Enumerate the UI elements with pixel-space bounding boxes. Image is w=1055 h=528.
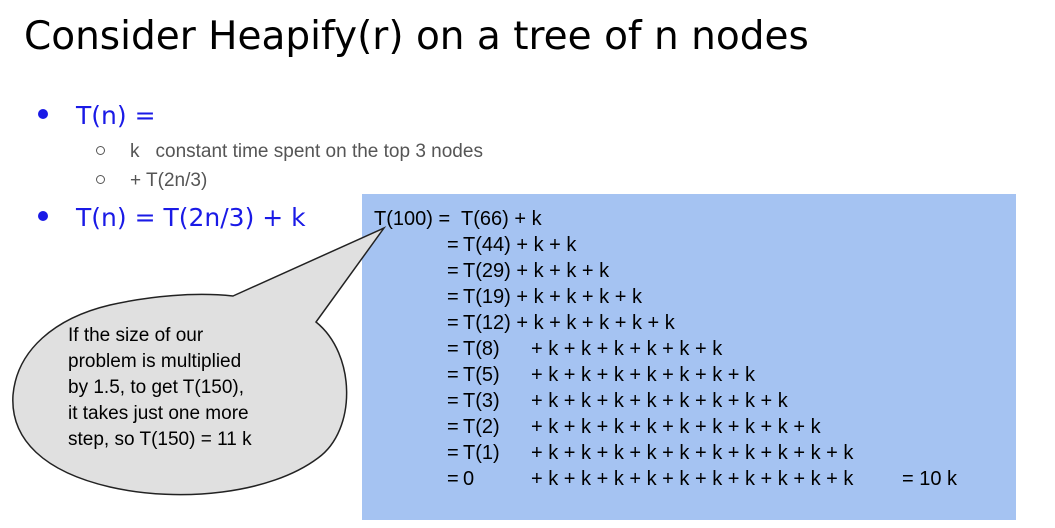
derivation-lhs: T(100) =	[374, 208, 451, 230]
derivation-k-sum: + k + k + k + k + k + k + k + k + k + k	[531, 468, 854, 490]
derivation-lhs: =	[447, 286, 459, 308]
derivation-term: T(3)	[463, 390, 500, 412]
derivation-lhs: =	[447, 312, 459, 334]
sub-bullet-k: k constant time spent on the top 3 nodes	[96, 141, 483, 163]
sub-bullet-ring-icon	[96, 146, 105, 156]
callout-line: by 1.5, to get T(150),	[68, 377, 245, 398]
derivation-lhs: =	[447, 416, 459, 438]
derivation-lhs: =	[447, 468, 459, 490]
sub-bullet-term: + T(2n/3)	[130, 170, 208, 191]
callout-line: problem is multiplied	[68, 351, 242, 372]
derivation-term: T(29) + k + k + k	[463, 260, 610, 282]
derivation-k-sum: + k + k + k + k + k + k + k + k + k	[531, 416, 821, 438]
derivation-term: T(44) + k + k	[463, 234, 577, 256]
sub-bullet-recursive-term: + T(2n/3)	[96, 170, 207, 192]
bullet-dot-icon	[38, 211, 48, 221]
derivation-term: 0	[463, 468, 475, 490]
slide-title: Consider Heapify(r) on a tree of n nodes	[24, 14, 809, 59]
derivation-term: T(2)	[463, 416, 500, 438]
derivation-k-sum: + k + k + k + k + k + k + k + k	[531, 390, 788, 412]
callout-line: If the size of our	[68, 325, 204, 346]
derivation-k-sum: + k + k + k + k + k + k + k	[531, 364, 755, 386]
derivation-panel	[362, 194, 1016, 520]
derivation-term: T(66) + k	[461, 208, 542, 230]
bullet-recurrence-start: T(n) =	[38, 101, 156, 130]
derivation-term: T(19) + k + k + k + k	[463, 286, 642, 308]
bullet-recurrence-full: T(n) = T(2n/3) + k	[38, 203, 306, 232]
derivation-lhs: =	[447, 234, 459, 256]
speech-bubble-shape	[12, 226, 387, 496]
derivation-term: T(5)	[463, 364, 500, 386]
callout-line: step, so T(150) = 11 k	[68, 429, 252, 450]
sub-bullet-term: k	[130, 141, 140, 162]
derivation-result: = 10 k	[902, 468, 958, 490]
sub-bullet-ring-icon	[96, 175, 105, 185]
derivation-lhs: =	[447, 260, 459, 282]
callout-line: it takes just one more	[68, 403, 249, 424]
bullet-text: T(n) = T(2n/3) + k	[76, 203, 306, 232]
bullet-dot-icon	[38, 109, 48, 119]
derivation-lhs: =	[447, 338, 459, 360]
derivation-lhs: =	[447, 442, 459, 464]
derivation-k-sum: + k + k + k + k + k + k + k + k + k + k	[531, 442, 854, 464]
derivation-k-sum: + k + k + k + k + k + k	[531, 338, 723, 360]
derivation-term: T(1)	[463, 442, 500, 464]
derivation-term: T(12) + k + k + k + k + k	[463, 312, 675, 334]
derivation-term: T(8)	[463, 338, 500, 360]
derivation-lhs: =	[447, 390, 459, 412]
sub-bullet-description: constant time spent on the top 3 nodes	[155, 141, 483, 162]
bullet-text: T(n) =	[76, 101, 156, 130]
derivation-lhs: =	[447, 364, 459, 386]
speech-bubble-text: If the size of our problem is multiplied…	[68, 323, 308, 453]
